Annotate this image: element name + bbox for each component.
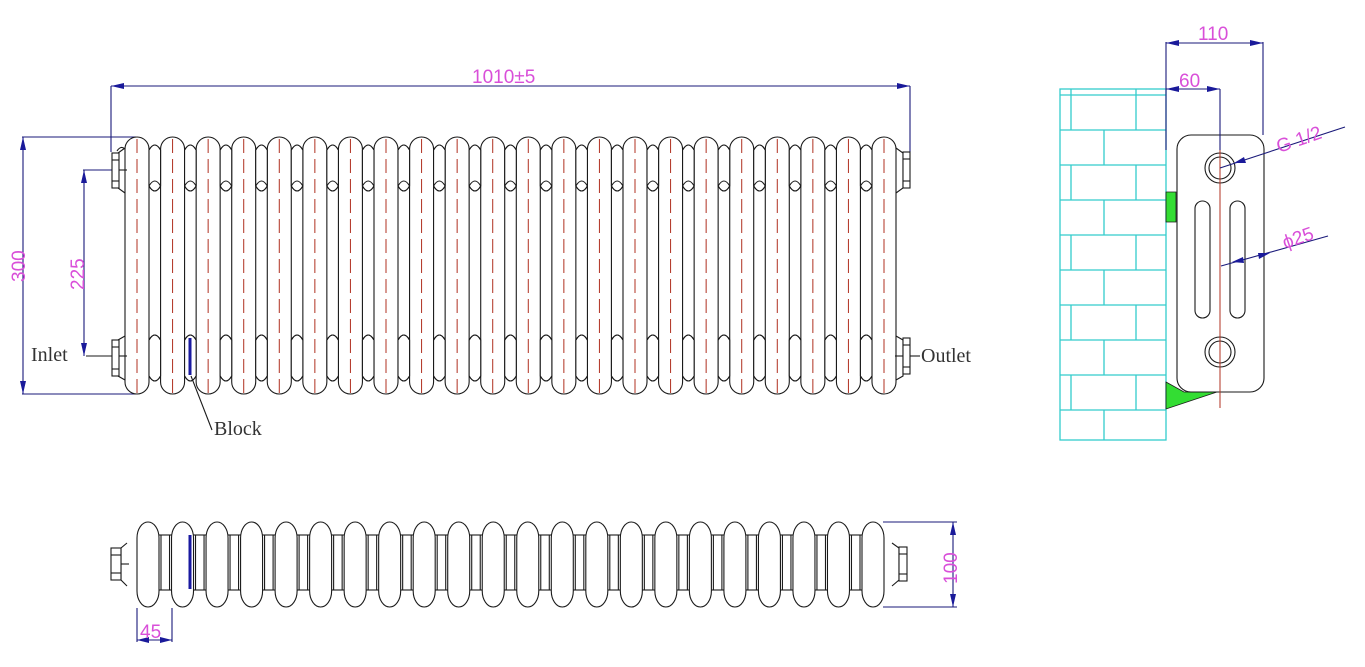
top-column bbox=[723, 521, 747, 608]
top-view: 100 45 bbox=[110, 521, 962, 643]
block-label: Block bbox=[214, 418, 262, 440]
top-column bbox=[136, 521, 160, 608]
top-column bbox=[619, 521, 643, 608]
wall-to-centre-dimension: 60 bbox=[1166, 71, 1221, 150]
wall-to-centre-label: 60 bbox=[1179, 71, 1200, 92]
overall-width-dimension: 1010±5 bbox=[110, 67, 911, 152]
top-view-left-connector bbox=[110, 542, 129, 587]
top-column bbox=[792, 521, 816, 608]
column-pitch-dimension: 45 bbox=[136, 608, 173, 643]
top-column bbox=[240, 521, 264, 608]
thread-label: G 1/2 bbox=[1274, 123, 1325, 158]
top-column bbox=[309, 521, 333, 608]
inlet-top-connector bbox=[111, 147, 127, 194]
total-projection-dimension: 110 bbox=[1165, 24, 1264, 150]
top-column bbox=[274, 521, 298, 608]
top-column bbox=[205, 521, 229, 608]
top-column bbox=[688, 521, 712, 608]
brick-wall bbox=[1059, 88, 1167, 441]
top-radiator-columns bbox=[136, 521, 885, 608]
outlet-top-connector bbox=[895, 147, 911, 194]
side-view: 110 60 G 1/2 ϕ25 bbox=[1059, 24, 1346, 441]
top-column bbox=[378, 521, 402, 608]
overall-width-label: 1010±5 bbox=[472, 67, 535, 88]
top-column bbox=[654, 521, 678, 608]
top-column bbox=[826, 521, 851, 608]
top-column bbox=[170, 521, 195, 608]
upper-wall-bracket bbox=[1165, 191, 1177, 223]
height-dimension: 300 bbox=[9, 136, 136, 395]
top-column bbox=[757, 521, 781, 608]
top-column bbox=[861, 521, 885, 608]
top-column bbox=[412, 521, 436, 608]
top-column bbox=[343, 521, 367, 608]
inlet-label: Inlet bbox=[31, 344, 68, 366]
diameter-label: ϕ25 bbox=[1280, 224, 1317, 254]
top-column bbox=[585, 521, 609, 608]
pipe-centres-dimension: 225 bbox=[68, 169, 112, 356]
pipe-centres-label: 225 bbox=[68, 258, 89, 290]
block-leader-line bbox=[190, 375, 213, 431]
top-column bbox=[481, 521, 505, 608]
outlet-label: Outlet bbox=[921, 345, 971, 367]
top-column bbox=[550, 521, 574, 608]
column-pitch-label: 45 bbox=[140, 622, 161, 643]
front-view: 1010±5 300 225 bbox=[9, 67, 971, 440]
outlet-bottom-connector bbox=[895, 335, 920, 381]
front-radiator-columns bbox=[116, 136, 897, 395]
top-column bbox=[516, 521, 540, 608]
top-view-right-connector bbox=[891, 542, 908, 587]
height-label: 300 bbox=[9, 250, 30, 282]
depth-dimension: 100 bbox=[883, 521, 962, 608]
total-projection-label: 110 bbox=[1198, 24, 1228, 45]
top-column bbox=[447, 521, 471, 608]
inlet-bottom-connector bbox=[86, 335, 127, 381]
depth-label: 100 bbox=[941, 552, 962, 584]
